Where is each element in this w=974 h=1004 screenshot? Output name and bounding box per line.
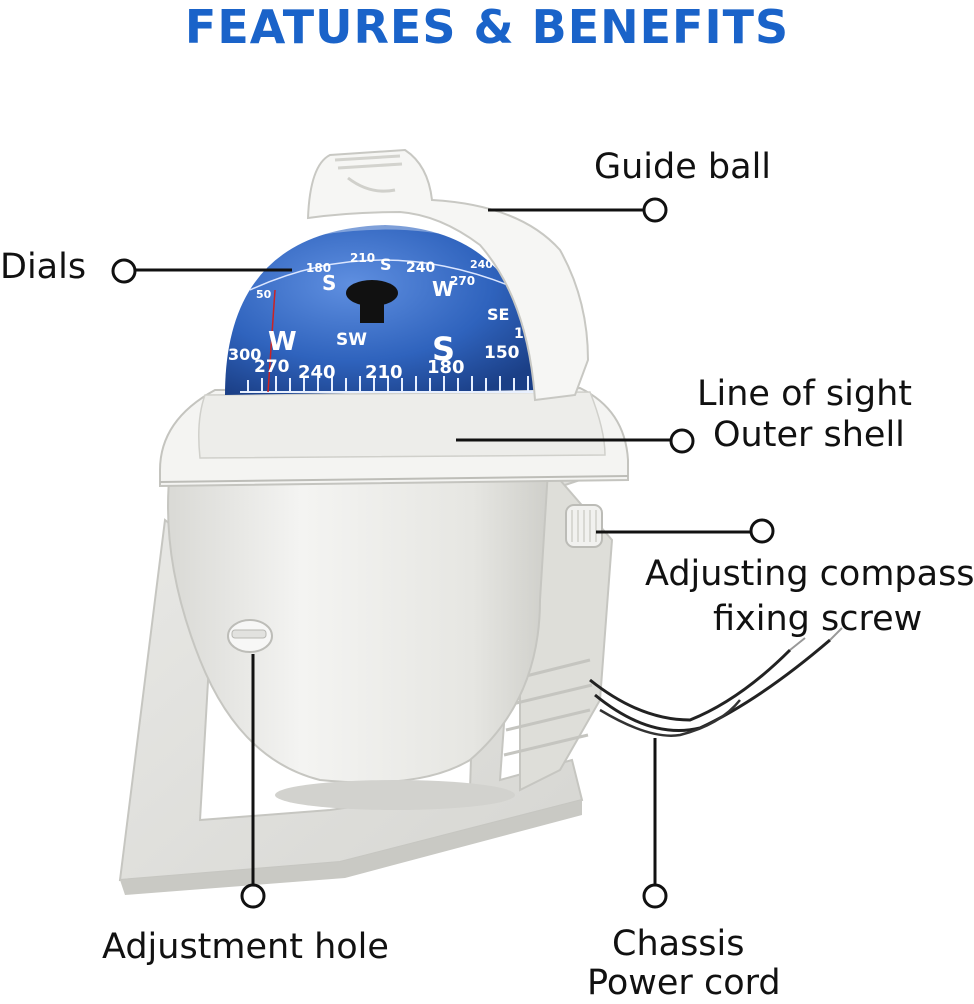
dial-letter: SE xyxy=(487,305,509,324)
callout-adjusting-compass: Adjusting compass xyxy=(645,554,974,594)
dial-number: 240 xyxy=(406,260,435,276)
dial-number: 270 xyxy=(450,274,475,288)
callout-outer-shell: Outer shell xyxy=(713,415,905,455)
callout-chassis: Chassis xyxy=(612,924,745,964)
page-title: FEATURES & BENEFITS xyxy=(184,0,790,54)
compass-dial xyxy=(225,214,540,395)
dial-number: 210 xyxy=(365,362,403,383)
dial-number: 300 xyxy=(228,345,261,364)
dial-letter: SW xyxy=(336,330,367,350)
callout-markers xyxy=(111,197,775,909)
outer-shell xyxy=(159,386,629,488)
compass-body xyxy=(167,469,550,810)
dial-letter: S xyxy=(322,271,336,295)
callout-power-cord: Power cord xyxy=(587,963,781,1003)
dial-number: 270 xyxy=(254,357,290,377)
callout-fixing-screw: fixing screw xyxy=(713,599,923,639)
fixing-screw xyxy=(565,504,603,548)
dial-number: 210 xyxy=(350,251,375,265)
dial-number: 240 xyxy=(470,258,493,271)
callout-adjustment-hole: Adjustment hole xyxy=(102,927,389,967)
power-cord xyxy=(589,627,843,737)
dial-letter: S xyxy=(380,255,392,274)
callout-line-of-sight: Line of sight xyxy=(697,374,913,414)
callout-dials: Dials xyxy=(0,247,87,287)
dial-number: 150 xyxy=(484,343,520,363)
adjustment-hole xyxy=(227,619,273,653)
callout-guide-ball: Guide ball xyxy=(594,147,772,187)
guide-ball-hood xyxy=(306,148,590,402)
dial-letter: W xyxy=(268,327,297,357)
dial-letter: W xyxy=(432,277,454,301)
dial-number: 180 xyxy=(427,357,465,378)
dial-number: 50 xyxy=(256,288,272,301)
dial-number: 240 xyxy=(298,362,336,383)
dial-letter: S xyxy=(432,330,455,368)
dial-number: 180 xyxy=(306,261,331,275)
